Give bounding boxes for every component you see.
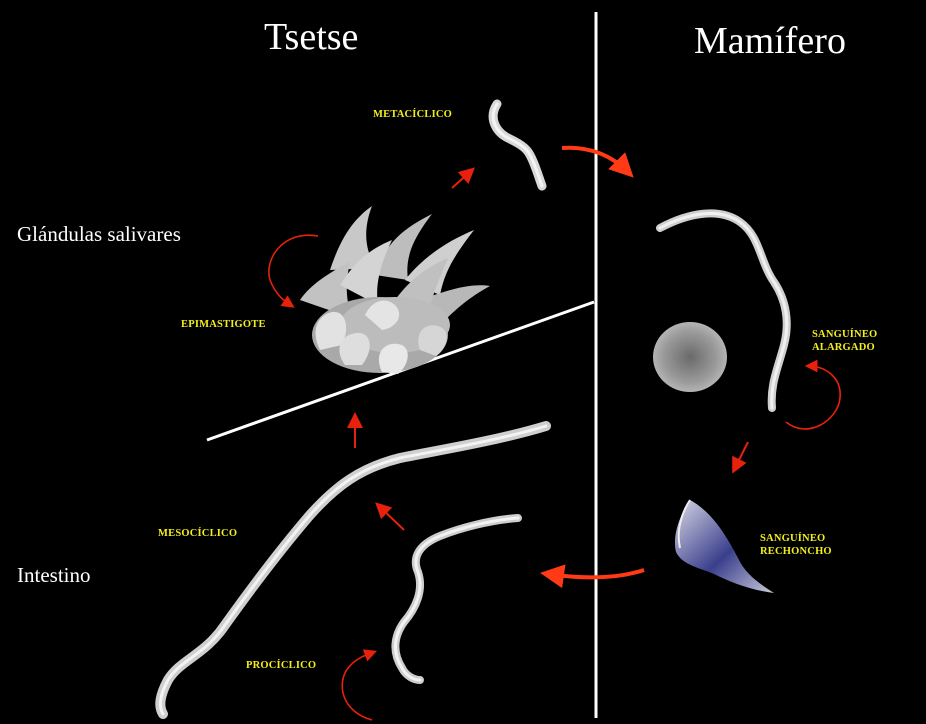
arrow-procyclic-to-mesocyclic: [378, 505, 404, 530]
midgut-label: Intestino: [17, 565, 91, 586]
loop-slender-bloodstream: [786, 366, 840, 429]
procyclic-label-text: PROCÍCLICO: [246, 659, 316, 672]
stumpy-bloodstream-label-line2: RECHONCHO: [760, 545, 832, 558]
mesocyclic-trypanosome: [160, 426, 546, 714]
vector-heading: Tsetse: [264, 18, 358, 56]
slender-bloodstream-label: SANGUÍNEO ALARGADO: [812, 328, 877, 354]
metacyclic-label: METACÍCLICO: [373, 108, 452, 121]
red-blood-cell: [653, 322, 727, 392]
loop-procyclic: [342, 652, 374, 720]
arrow-slender-to-stumpy: [734, 442, 748, 470]
metacyclic-label-text: METACÍCLICO: [373, 108, 452, 121]
mesocyclic-label: MESOCÍCLICO: [158, 527, 237, 540]
procyclic-label: PROCÍCLICO: [246, 659, 316, 672]
epimastigote-label: EPIMASTIGOTE: [181, 318, 266, 331]
slender-bloodstream-label-line1: SANGUÍNEO: [812, 328, 877, 341]
stumpy-bloodstream-label: SANGUÍNEO RECHONCHO: [760, 532, 832, 558]
procyclic-trypanosome: [395, 518, 518, 680]
mesocyclic-label-text: MESOCÍCLICO: [158, 527, 237, 540]
slender-bloodstream-label-line2: ALARGADO: [812, 341, 877, 354]
arrow-epimastigote-to-metacyclic: [452, 170, 472, 188]
stumpy-bloodstream-label-line1: SANGUÍNEO: [760, 532, 832, 545]
metacyclic-trypanosome: [493, 104, 542, 186]
epimastigote-label-text: EPIMASTIGOTE: [181, 318, 266, 331]
host-heading: Mamífero: [694, 22, 846, 60]
salivary-glands-label: Glándulas salivares: [17, 224, 181, 245]
